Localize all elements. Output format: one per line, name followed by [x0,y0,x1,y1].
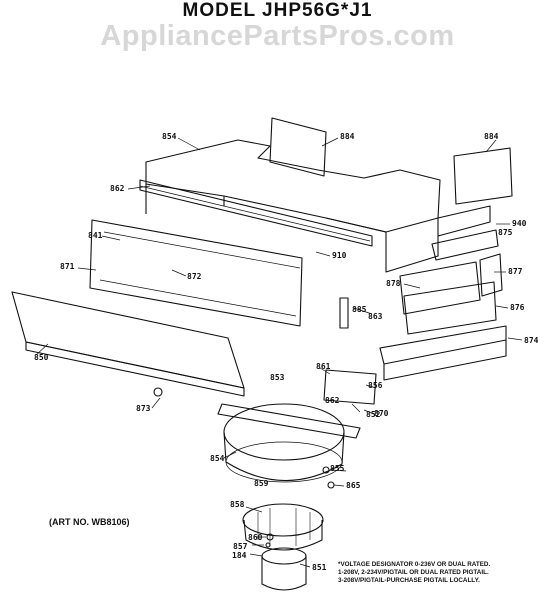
callout-852: 852 [366,410,381,419]
callout-871: 871 [60,262,75,271]
front-panel-850 [11,291,245,389]
part-855 [322,466,330,474]
footnote-line-2: 1-208V, 2-234V/PIGTAIL OR DUAL RATED PIG… [338,569,489,576]
strip-870 [217,403,361,439]
callout-856: 856 [368,381,383,390]
box-877 [479,253,503,297]
front-rail [139,179,373,247]
callout-184: 184 [232,551,247,560]
callout-885: 885 [352,305,367,314]
channel-874 [379,325,507,365]
callout-870: 870 [374,409,389,418]
callout-875: 875 [498,228,513,237]
callout-910: 910 [332,251,347,260]
frame-841 [89,219,303,327]
blower-housing [223,403,345,461]
callout-859: 859 [254,479,269,488]
watermark-text: AppliancePartsPros.com [100,20,455,52]
callout-862-lower: 862 [325,396,340,405]
callout-851: 851 [312,563,327,572]
callout-877: 877 [508,267,523,276]
callout-862: 862 [110,184,125,193]
bracket-875 [431,229,499,261]
callout-865: 865 [346,481,361,490]
callout-858: 858 [230,500,245,509]
voltage-footnote: *VOLTAGE DESIGNATOR 0-236V OR DUAL RATED… [338,561,548,585]
callout-878: 878 [386,279,401,288]
part-857 [265,542,271,548]
fan-858 [242,503,324,537]
callout-884-side: 884 [484,132,499,141]
motor-851 [261,556,307,591]
part-885 [339,297,349,329]
callout-873: 873 [136,404,151,413]
side-plate [453,147,513,205]
bracket-878 [399,261,481,315]
callout-872: 872 [187,272,202,281]
callout-876: 876 [510,303,525,312]
callout-854: 854 [162,132,177,141]
callout-854-lower: 854 [210,454,225,463]
callout-860: 860 [248,533,263,542]
callout-940: 940 [512,219,527,228]
part-865 [327,481,335,489]
art-number: (ART NO. WB8106) [49,517,130,527]
footnote-line-1: *VOLTAGE DESIGNATOR 0-236V OR DUAL RATED… [338,561,491,568]
callout-884-rear: 884 [340,132,355,141]
model-title: MODEL JHP56G*J1 [182,0,373,21]
callout-874: 874 [524,336,539,345]
rear-plate [269,117,327,177]
part-873 [153,387,163,397]
callout-863: 863 [368,312,383,321]
callout-861: 861 [316,362,331,371]
part-860 [266,533,274,541]
module-856 [323,369,377,405]
callout-857: 857 [233,542,248,551]
callout-850: 850 [34,353,49,362]
callout-855: 855 [330,464,345,473]
callout-841: 841 [88,231,103,240]
bracket-940 [437,205,491,237]
footnote-line-3: 3-208V/PIGTAIL-PURCHASE PIGTAIL LOCALLY. [338,577,480,584]
callout-853: 853 [270,373,285,382]
main-housing [145,139,441,233]
bracket-876 [403,281,497,335]
